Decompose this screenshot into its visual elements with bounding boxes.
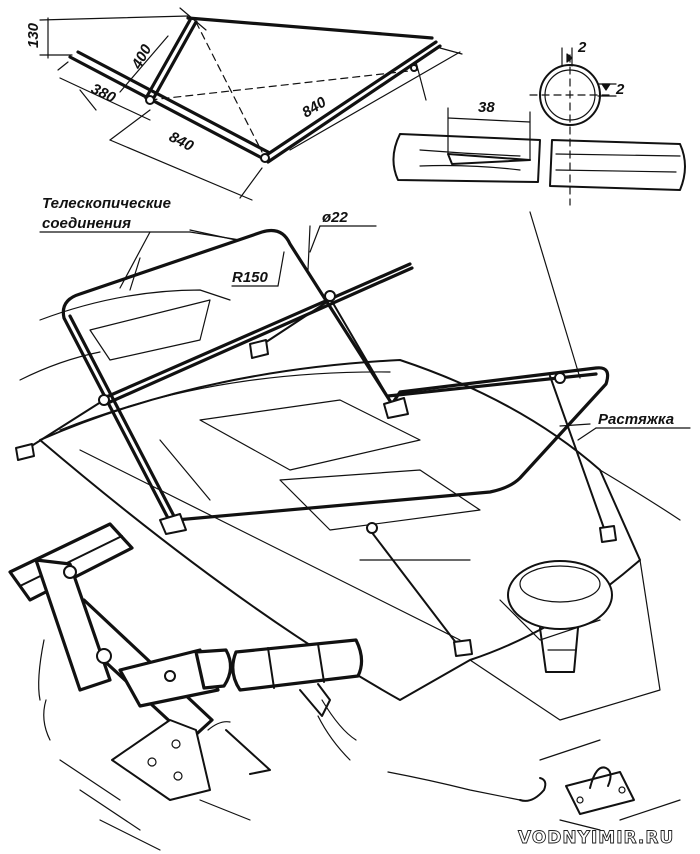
label-tube-diameter: ø22 bbox=[322, 209, 349, 226]
label-telescopic-line1: Телескопические bbox=[42, 195, 171, 212]
label-bend-radius: R150 bbox=[232, 269, 269, 286]
dim-long-arm-left: 840 bbox=[166, 128, 197, 155]
deck-eye-detail bbox=[387, 739, 681, 831]
label-guy-rope: Растяжка bbox=[598, 411, 674, 428]
awning-frame bbox=[15, 211, 617, 657]
dim-height: 130 bbox=[25, 22, 42, 48]
outboard-motor bbox=[507, 560, 613, 673]
dim-joint-length: 38 bbox=[478, 99, 495, 116]
dim-wall-side: 2 bbox=[615, 81, 625, 98]
frame-dimension-scheme bbox=[39, 7, 463, 201]
watermark: VODNYIMIR.RU bbox=[518, 828, 674, 848]
label-telescopic-line2: соединения bbox=[42, 215, 131, 232]
leader-lines bbox=[39, 225, 691, 441]
hinge-bracket-detail bbox=[8, 522, 271, 851]
telescopic-joint-detail bbox=[392, 107, 686, 191]
dim-upper-arm: 400 bbox=[128, 41, 156, 73]
tube-clamp-detail bbox=[231, 638, 364, 761]
dim-wall-top: 2 bbox=[577, 39, 587, 56]
tube-cross-section bbox=[529, 47, 617, 206]
